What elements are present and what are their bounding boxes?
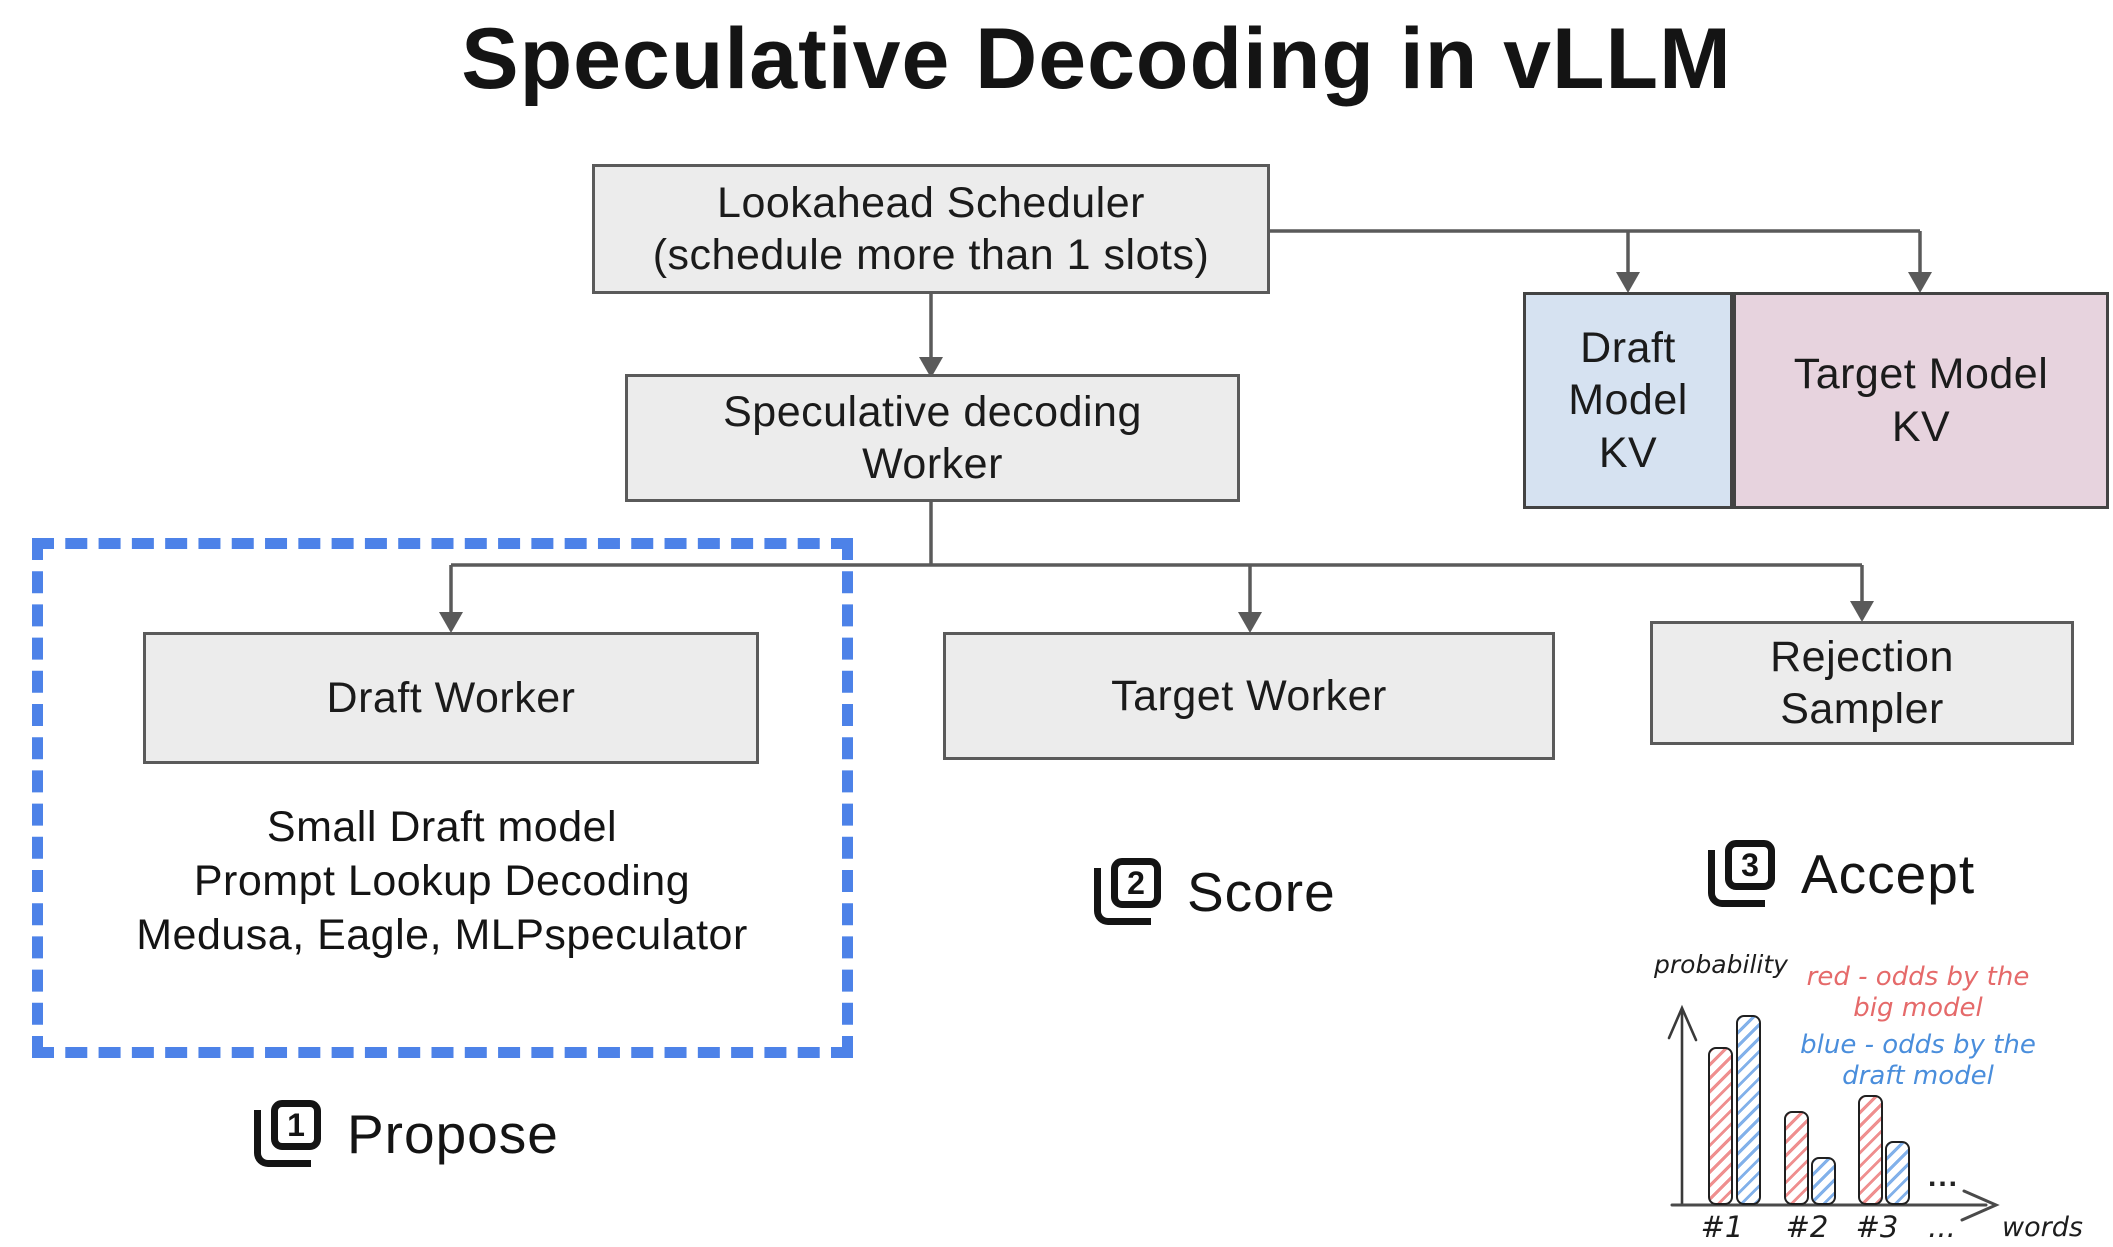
draft-kv-line1: Draft [1580,323,1676,372]
step-propose: 1 Propose [253,1100,559,1168]
chart-axes [1667,1004,2000,1222]
y-axis-arrowhead [1667,1004,1698,1042]
draft-kv-line2: Model [1568,376,1688,425]
arrowhead-specworker [919,357,943,378]
speculative-decoding-worker-box: Speculative decoding Worker [625,374,1240,502]
red-bar-#3 [1858,1095,1883,1205]
red-bar-#1 [1708,1047,1733,1205]
filter-1-icon: 1 [253,1100,321,1168]
legend-blue-line2: draft model [1842,1061,1994,1091]
propose-dashed-region [32,538,853,1058]
draft-method-item: Medusa, Eagle, MLPspeculator [136,911,748,959]
target-kv-line1: Target Model [1793,350,2049,399]
scheduler-line2: (schedule more than 1 slots) [652,231,1210,279]
lookahead-scheduler-box: Lookahead Scheduler (schedule more than … [592,164,1270,294]
chart-xlabel: words [2002,1212,2083,1243]
x-axis-arrowhead [1960,1189,2000,1222]
spec-worker-line1: Speculative decoding [723,387,1142,436]
legend-red-line2: big model [1853,993,1983,1023]
arrowhead-draft-worker [439,612,463,633]
draft-kv-line3: KV [1598,428,1658,477]
arrowhead-target-worker [1238,612,1262,633]
icon-number: 3 [1725,840,1775,890]
legend-red-annotation: red - odds by the big model [1768,962,2068,1024]
draft-method-item: Small Draft model [266,803,618,851]
chart-ylabel: probability [1654,950,1788,979]
rejection-line1: Rejection [1770,632,1954,681]
chart-ellipsis: ... [1928,1160,1960,1193]
step-accept-label: Accept [1801,843,1976,905]
red-bar-#2 [1784,1111,1809,1205]
draft-model-kv-box: Draft Model KV [1523,292,1733,509]
draft-method-item: Prompt Lookup Decoding [193,857,691,905]
blue-bar-#3 [1885,1141,1910,1205]
filter-2-icon: 2 [1093,858,1161,926]
page-title: Speculative Decoding in vLLM [461,11,1732,107]
x-tick-label: #2 [1785,1210,1829,1244]
icon-back-frame [254,1110,311,1167]
target-model-kv-box: Target Model KV [1733,292,2109,509]
scheduler-line1: Lookahead Scheduler [717,178,1145,227]
legend-blue-line1: blue - odds by the [1800,1030,2036,1060]
rejection-sampler-box: Rejection Sampler [1650,621,2074,745]
step-propose-label: Propose [347,1103,559,1165]
blue-bar-#2 [1811,1157,1836,1205]
x-tick-label: #1 [1700,1210,1744,1244]
x-tick-label: ... [1928,1210,1956,1244]
rejection-line2: Sampler [1780,685,1944,733]
spec-worker-line2: Worker [862,440,1003,488]
draft-methods-list: Small Draft model Prompt Lookup Decoding… [62,800,822,962]
step-accept: 3 Accept [1707,840,1975,908]
legend-red-line1: red - odds by the [1806,962,2030,992]
icon-number: 1 [271,1100,321,1150]
x-tick-label: #3 [1855,1210,1899,1244]
step-score: 2 Score [1093,858,1336,926]
icon-back-frame [1094,868,1151,925]
target-kv-line2: KV [1891,402,1951,451]
target-worker-label: Target Worker [1111,671,1387,720]
arrowhead-draft-kv [1616,272,1640,293]
probability-chart: probability words red - odds by the big … [1650,948,2113,1247]
draft-worker-label: Draft Worker [326,673,576,722]
filter-3-icon: 3 [1707,840,1775,908]
icon-number: 2 [1111,858,1161,908]
arrowhead-target-kv [1908,272,1932,293]
step-score-label: Score [1187,861,1336,923]
arrowhead-rejection-sampler [1850,601,1874,622]
draft-worker-box: Draft Worker [143,632,759,764]
legend-blue-annotation: blue - odds by the draft model [1768,1030,2068,1092]
icon-back-frame [1708,850,1765,907]
target-worker-box: Target Worker [943,632,1555,760]
blue-bar-#1 [1736,1015,1761,1205]
